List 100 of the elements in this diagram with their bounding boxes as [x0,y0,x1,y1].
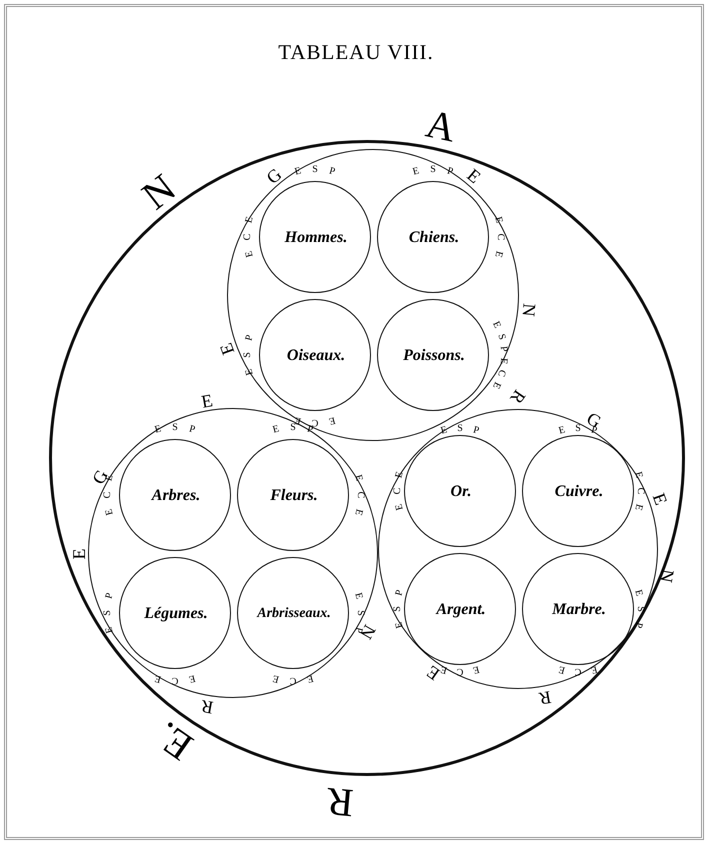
circle-letter: E [328,414,337,426]
circle-letter: E [244,215,256,224]
circle-letter: E [306,672,315,684]
circle-letter: E [464,166,484,187]
circle-letter: E [104,626,116,635]
species-label: Poissons. [403,347,465,365]
circle-letter: E [492,250,504,259]
species-label: Fleurs. [270,487,318,505]
species-circle [259,299,371,411]
circle-letter: E [492,215,504,224]
circle-letter: E [352,591,364,600]
circle-letter: C [494,368,506,378]
circle-letter: S [290,423,296,433]
circle-letter: E [632,502,644,512]
circle-letter: S [635,606,645,612]
circle-letter: C [495,234,505,240]
circle-letter: E [440,426,448,437]
circle-letter: E [590,663,598,674]
circle-letter: C [312,417,318,427]
circle-letter: E [352,473,364,482]
circle-letter: E [153,672,162,684]
circle-letter: S [172,423,178,433]
circle-letter: P [472,426,480,437]
circle-letter: P [328,166,336,178]
circle-letter: E [188,672,197,684]
circle-letter: C [290,675,296,685]
species-label: Marbre. [552,601,606,619]
circle-letter: C [103,492,113,498]
circle-letter: R [325,780,356,823]
circle-letter: E [217,341,238,358]
species-label: Arbrisseaux. [257,606,331,622]
circle-letter: E [394,470,406,480]
circle-letter: E [244,368,256,377]
circle-letter: S [355,610,365,616]
circle-letter: E [497,358,508,365]
circle-letter: E. [148,714,200,768]
circle-letter: E [490,320,502,330]
circle-letter: E [490,380,502,390]
title: TABLEAU VIII. [277,40,435,65]
circle-letter: E [70,548,88,560]
circle-letter: E [153,424,162,436]
circle-letter: N [656,568,677,584]
circle-letter: C [172,675,178,685]
circle-letter: P [632,621,644,629]
circle-letter: E [271,672,280,684]
circle-letter: C [393,488,403,494]
circle-letter: P [244,334,256,342]
circle-letter: E [271,424,280,436]
circle-letter: S [495,332,506,341]
species-circle [377,299,489,411]
circle-letter: S [103,610,113,616]
circle-letter: C [355,492,365,498]
circle-letter: N [136,166,184,216]
circle-letter: S [457,424,463,434]
circle-letter: C [456,666,464,676]
species-label: Chiens. [408,229,460,247]
circle-letter: C [635,488,645,494]
species-circle [404,435,516,547]
circle-letter: N [520,302,539,317]
circle-letter: E [558,663,566,674]
circle-letter: E [200,392,214,412]
circle-letter: C [243,234,253,240]
circle-letter: E [411,166,420,178]
species-label: Légumes. [144,605,208,623]
circle-letter: G [262,165,284,188]
species-label: Oiseaux. [286,347,346,365]
circle-letter: P [394,588,406,597]
species-label: Cuivre. [554,483,604,501]
species-circle [237,439,349,551]
circle-letter: P [498,346,508,352]
species-label: Hommes. [284,229,348,247]
circle-letter: E [558,426,566,437]
circle-letter: E [632,588,644,598]
circle-letter: E [650,490,670,507]
species-label: Or. [450,483,472,501]
circle-letter: S [312,165,318,175]
species-circle [259,181,371,293]
circle-letter: R [200,696,215,717]
species-label: Argent. [436,601,486,619]
circle-letter: E [104,508,116,517]
circle-letter: R [538,688,553,708]
circle-letter: P [188,424,196,436]
circle-letter: S [243,352,253,358]
circle-letter: E [394,620,406,630]
species-label: Arbres. [152,487,200,505]
species-circle [119,439,231,551]
circle-letter: E [632,470,644,480]
circle-letter: S [575,424,581,434]
circle-letter: P [446,166,454,178]
circle-letter: S [393,606,403,612]
species-circle [119,557,231,669]
circle-letter: C [574,666,582,676]
species-circle [522,435,634,547]
circle-letter: P [306,424,314,436]
species-circle [237,557,349,669]
circle-letter: A [422,104,460,150]
circle-letter: P [104,592,116,600]
circle-letter: E [293,166,302,178]
circle-letter: E [472,663,480,674]
circle-letter: S [430,165,436,175]
